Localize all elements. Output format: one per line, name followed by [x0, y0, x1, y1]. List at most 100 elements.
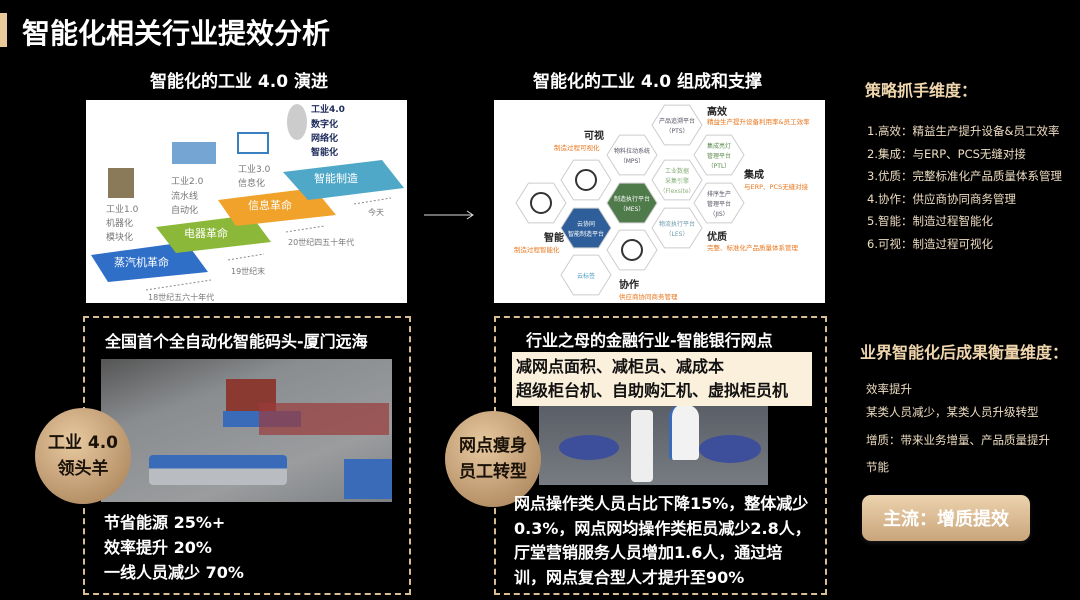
hex-label: 排序生产 — [707, 190, 731, 198]
port-badge: 工业 4.0 领头羊 — [35, 408, 131, 504]
highlight-line: 超级柜台机、自助购汇机、虚拟柜员机 — [516, 381, 789, 400]
badge-line: 领头羊 — [57, 459, 109, 479]
dim-desc: 精益生产提升设备利用率&员工效率 — [707, 117, 810, 126]
era-label: 20世纪四五十年代 — [288, 237, 354, 247]
hex-label: 集成亮灯 — [707, 142, 731, 150]
strategy-item: 1.高效：精益生产提升设备&员工效率 — [867, 124, 1060, 138]
hex-label: 智能制造平台 — [568, 230, 604, 238]
stage-line: 机器化 — [106, 217, 133, 229]
hex-growth-chart-icon — [606, 229, 658, 271]
composition-hex-diagram: 产品追溯平台（PTS）物料拉动系统（MPS）集成亮灯管理平台（PTL）工业数据采… — [494, 100, 825, 303]
hex-label: （LES） — [666, 231, 689, 238]
hex-label: （JIS） — [709, 211, 728, 218]
measure-item: 增质：带来业务增量、产品质量提升 — [866, 433, 1050, 447]
agv-vehicle — [344, 459, 392, 499]
stage-name: 工业4.0 — [311, 103, 345, 115]
step-label: 信息革命 — [248, 198, 292, 212]
step-intelligent — [283, 160, 404, 200]
stage-line: 模块化 — [106, 231, 133, 243]
hex-mes — [606, 182, 658, 224]
hex-label: （PTS） — [665, 128, 688, 135]
hex-database-icon — [515, 182, 567, 224]
step-label: 蒸汽机革命 — [114, 255, 169, 269]
evolution-heading: 智能化的工业 4.0 演进 — [150, 72, 328, 92]
hex-flex — [651, 159, 703, 201]
hex-label: 云标签 — [577, 272, 595, 280]
growth-chart-icon — [621, 239, 643, 261]
measure-item: 某类人员减少，某类人员升级转型 — [866, 405, 1039, 419]
stage-line: 流水线 — [171, 190, 198, 202]
steam-engine-icon — [108, 168, 134, 198]
dim-desc: 与ERP、PCS无缝对接 — [744, 182, 809, 191]
evolution-svg: 工业1.0 机器化 模块化 工业2.0 流水线 自动化 工业3.0 信息化 工业… — [91, 103, 404, 302]
floor-light — [559, 435, 619, 460]
bank-highlight-box: 减网点面积、减柜员、减成本 超级柜台机、自助购汇机、虚拟柜员机 — [512, 352, 812, 406]
floor-light — [699, 435, 761, 463]
hex-ptl — [693, 134, 745, 176]
stage-line: 自动化 — [171, 204, 198, 216]
stage-line: 数字化 — [311, 118, 338, 130]
step-label: 智能制造 — [314, 171, 358, 185]
hex-label: （MES） — [620, 206, 645, 213]
badge-line: 员工转型 — [459, 462, 527, 482]
dim-desc: 供应商协同商务管理 — [619, 292, 678, 301]
title-accent-bar — [0, 13, 7, 47]
port-title: 全国首个全自动化智能码头-厦门远海 — [105, 332, 368, 351]
hex-presentation-icon — [560, 159, 612, 201]
era-label: 18世纪五六十年代 — [148, 292, 214, 302]
era-label: 今天 — [368, 207, 384, 217]
era-label: 19世纪末 — [231, 266, 265, 276]
stage-name: 工业3.0 — [238, 164, 271, 175]
dim-name: 集成 — [743, 168, 764, 181]
bank-robot — [669, 405, 699, 460]
crane-base — [259, 403, 389, 435]
measure-heading: 业界智能化后成果衡量维度： — [860, 343, 1069, 362]
dim-desc: 完整、标准化产品质量体系管理 — [707, 243, 799, 252]
dim-desc: 制造过程智能化 — [514, 245, 560, 254]
hex-label: 产品追溯平台 — [659, 117, 695, 125]
strategy-item: 4.协作：供应商协同商务管理 — [867, 191, 1016, 206]
dim-name: 优质 — [707, 230, 727, 243]
hex-label: （MPS） — [620, 158, 645, 165]
database-icon — [530, 192, 552, 214]
composition-heading: 智能化的工业 4.0 组成和支撑 — [533, 72, 762, 92]
measure-item: 节能 — [866, 460, 889, 474]
stage-line: 信息化 — [238, 177, 265, 189]
port-photo — [101, 359, 392, 502]
agv-vehicle — [149, 455, 287, 485]
bank-paragraph: 网点操作类人员占比下降15%，整体减少 0.3%，网点网均操作类柜员减少2.8人… — [514, 494, 811, 587]
hex-les — [651, 207, 703, 249]
bank-badge: 网点瘦身 员工转型 — [445, 411, 541, 507]
page-title: 智能化相关行业提效分析 — [22, 17, 331, 50]
dim-name: 高效 — [707, 105, 728, 118]
stage-name: 工业1.0 — [106, 204, 139, 215]
assembly-line-icon — [172, 142, 216, 164]
strategy-item: 2.集成：与ERP、PCS无缝对接 — [867, 146, 1026, 161]
hex-svg: 产品追溯平台（PTS）物料拉动系统（MPS）集成亮灯管理平台（PTL）工业数据采… — [514, 104, 810, 301]
industry-evolution-diagram: 工业1.0 机器化 模块化 工业2.0 流水线 自动化 工业3.0 信息化 工业… — [86, 100, 407, 303]
mainstream-button[interactable]: 主流：增质提效 — [862, 495, 1030, 541]
hex-tag — [560, 254, 612, 296]
hex-label: 管理平台 — [707, 152, 731, 160]
presentation-icon — [575, 169, 597, 191]
dim-name: 智能 — [544, 231, 564, 244]
hex-label: 物流执行平台 — [659, 220, 695, 228]
step-label: 电器革命 — [184, 226, 228, 240]
badge-line: 网点瘦身 — [459, 436, 527, 456]
hex-label: 制造执行平台 — [614, 195, 650, 203]
hex-mps — [606, 134, 658, 176]
dim-desc: 制造过程可视化 — [554, 143, 600, 152]
strategy-heading: 策略抓手维度： — [865, 81, 978, 100]
stage-name: 工业2.0 — [171, 176, 204, 187]
hex-label: 管理平台 — [707, 200, 731, 208]
strategy-list: 1.高效：精益生产提升设备&员工效率 2.集成：与ERP、PCS无缝对接 3.优… — [867, 120, 1062, 255]
hex-label: 采集引擎 — [665, 177, 689, 185]
stat: 效率提升 20% — [104, 538, 212, 557]
hex-label: 物料拉动系统 — [614, 147, 650, 155]
hex-pts — [651, 104, 703, 146]
strategy-item: 5.智能：制造过程智能化 — [867, 214, 993, 228]
bank-title: 行业之母的金融行业-智能银行网点 — [526, 331, 773, 350]
arrow-right-icon — [424, 210, 474, 220]
strategy-item: 6.可视：制造过程可视化 — [867, 236, 993, 251]
hex-cloud — [560, 207, 612, 249]
